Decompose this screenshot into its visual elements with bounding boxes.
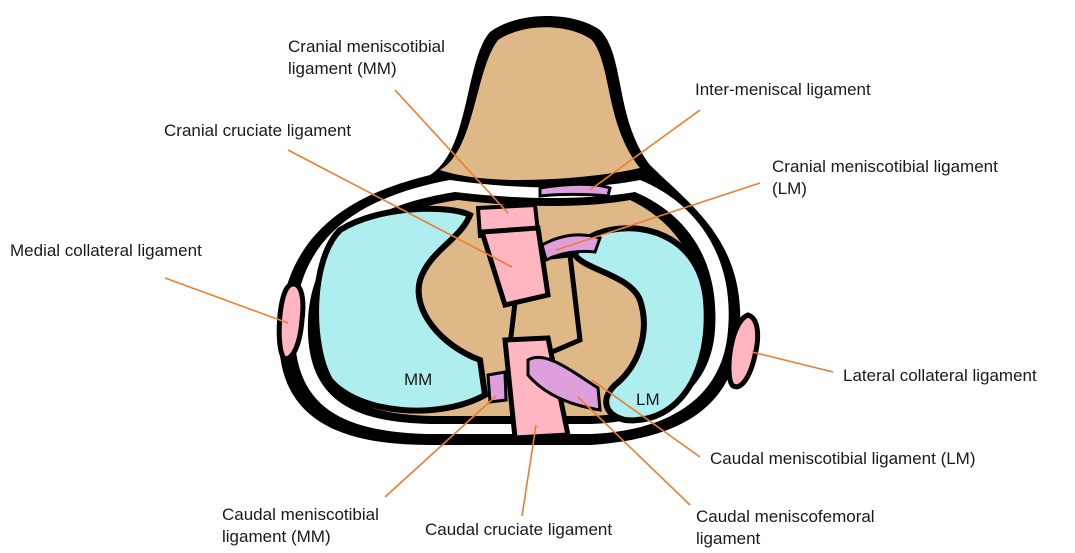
label-cranial-cruciate: Cranial cruciate ligament xyxy=(164,120,351,142)
label-line: ligament (MM) xyxy=(288,58,445,80)
label-line: Caudal meniscofemoral xyxy=(696,506,875,528)
label-line: Lateral collateral ligament xyxy=(843,365,1037,387)
label-line: Medial collateral ligament xyxy=(10,240,202,262)
label-line: Cranial cruciate ligament xyxy=(164,120,351,142)
caudal-meniscotibial-mm-ligament xyxy=(488,372,506,402)
label-cranial-meniscotibial-lm: Cranial meniscotibial ligament (LM) xyxy=(772,156,998,200)
label-line: ligament (MM) xyxy=(222,526,379,548)
label-line: Inter-meniscal ligament xyxy=(695,79,871,101)
label-caudal-meniscofemoral: Caudal meniscofemoral ligament xyxy=(696,506,875,550)
label-caudal-meniscotibial-lm: Caudal meniscotibial ligament (LM) xyxy=(710,448,976,470)
inter-meniscal-ligament xyxy=(540,184,610,196)
leader-lateral-collateral xyxy=(752,352,833,372)
label-line: (LM) xyxy=(772,178,998,200)
label-caudal-cruciate: Caudal cruciate ligament xyxy=(425,519,612,541)
label-medial-collateral: Medial collateral ligament xyxy=(10,240,202,262)
label-line: Caudal meniscotibial ligament (LM) xyxy=(710,448,976,470)
label-caudal-meniscotibial-mm: Caudal meniscotibial ligament (MM) xyxy=(222,504,379,548)
label-inter-meniscal: Inter-meniscal ligament xyxy=(695,79,871,101)
label-line: Cranial meniscotibial xyxy=(288,36,445,58)
leader-medial-collateral xyxy=(165,278,288,323)
label-lateral-collateral: Lateral collateral ligament xyxy=(843,365,1037,387)
label-line: Caudal meniscotibial xyxy=(222,504,379,526)
label-line: Caudal cruciate ligament xyxy=(425,519,612,541)
medial-meniscus-label: MM xyxy=(404,370,432,390)
label-cranial-meniscotibial-mm: Cranial meniscotibial ligament (MM) xyxy=(288,36,445,80)
label-line: Cranial meniscotibial ligament xyxy=(772,156,998,178)
lateral-meniscus-label: LM xyxy=(636,390,660,410)
label-line: ligament xyxy=(696,528,875,550)
